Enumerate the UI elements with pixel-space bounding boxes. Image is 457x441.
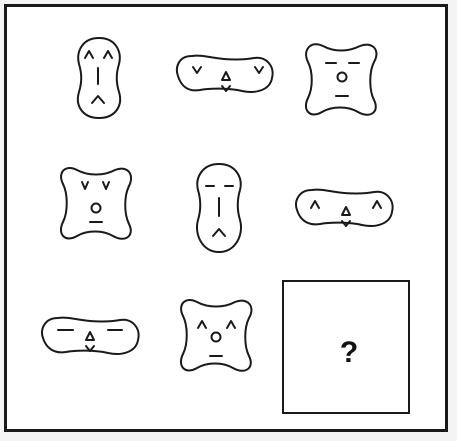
figure-r2c1 <box>61 168 131 239</box>
circle-nose-icon <box>338 73 347 82</box>
figure-r2c3 <box>296 190 393 226</box>
caret-left-eye-icon <box>85 51 93 58</box>
figure-r1c3 <box>306 44 376 115</box>
triangle-nose-icon <box>222 72 230 80</box>
caret-right-eye-icon <box>104 51 112 58</box>
figure-r3c1 <box>42 318 139 354</box>
caret-left-eye-icon <box>198 321 206 328</box>
triangle-nose-icon <box>342 207 350 215</box>
figure-r3c2 <box>181 300 251 371</box>
circle-nose-icon <box>92 204 101 213</box>
caret-right-eye-icon <box>373 201 381 208</box>
wide-capsule-outline <box>42 318 139 354</box>
question-mark: ? <box>287 288 411 418</box>
four-lobe-outline <box>181 300 251 371</box>
vee-left-eye-icon <box>193 67 201 73</box>
circle-nose-icon <box>212 333 221 342</box>
vee-right-eye-icon <box>255 67 263 73</box>
answer-box[interactable]: ? <box>282 280 410 414</box>
four-lobe-outline <box>306 44 376 115</box>
caret-right-eye-icon <box>227 321 235 328</box>
caret-mouth-icon <box>92 96 104 103</box>
vee-right-eye-icon <box>103 182 109 189</box>
caret-mouth-icon <box>213 229 225 236</box>
triangle-nose-icon <box>86 332 94 340</box>
caret-left-eye-icon <box>311 201 319 208</box>
vee-left-eye-icon <box>82 182 88 189</box>
figure-r1c2 <box>177 56 273 92</box>
figure-r1c1 <box>78 38 120 118</box>
figure-r2c2 <box>197 164 241 252</box>
